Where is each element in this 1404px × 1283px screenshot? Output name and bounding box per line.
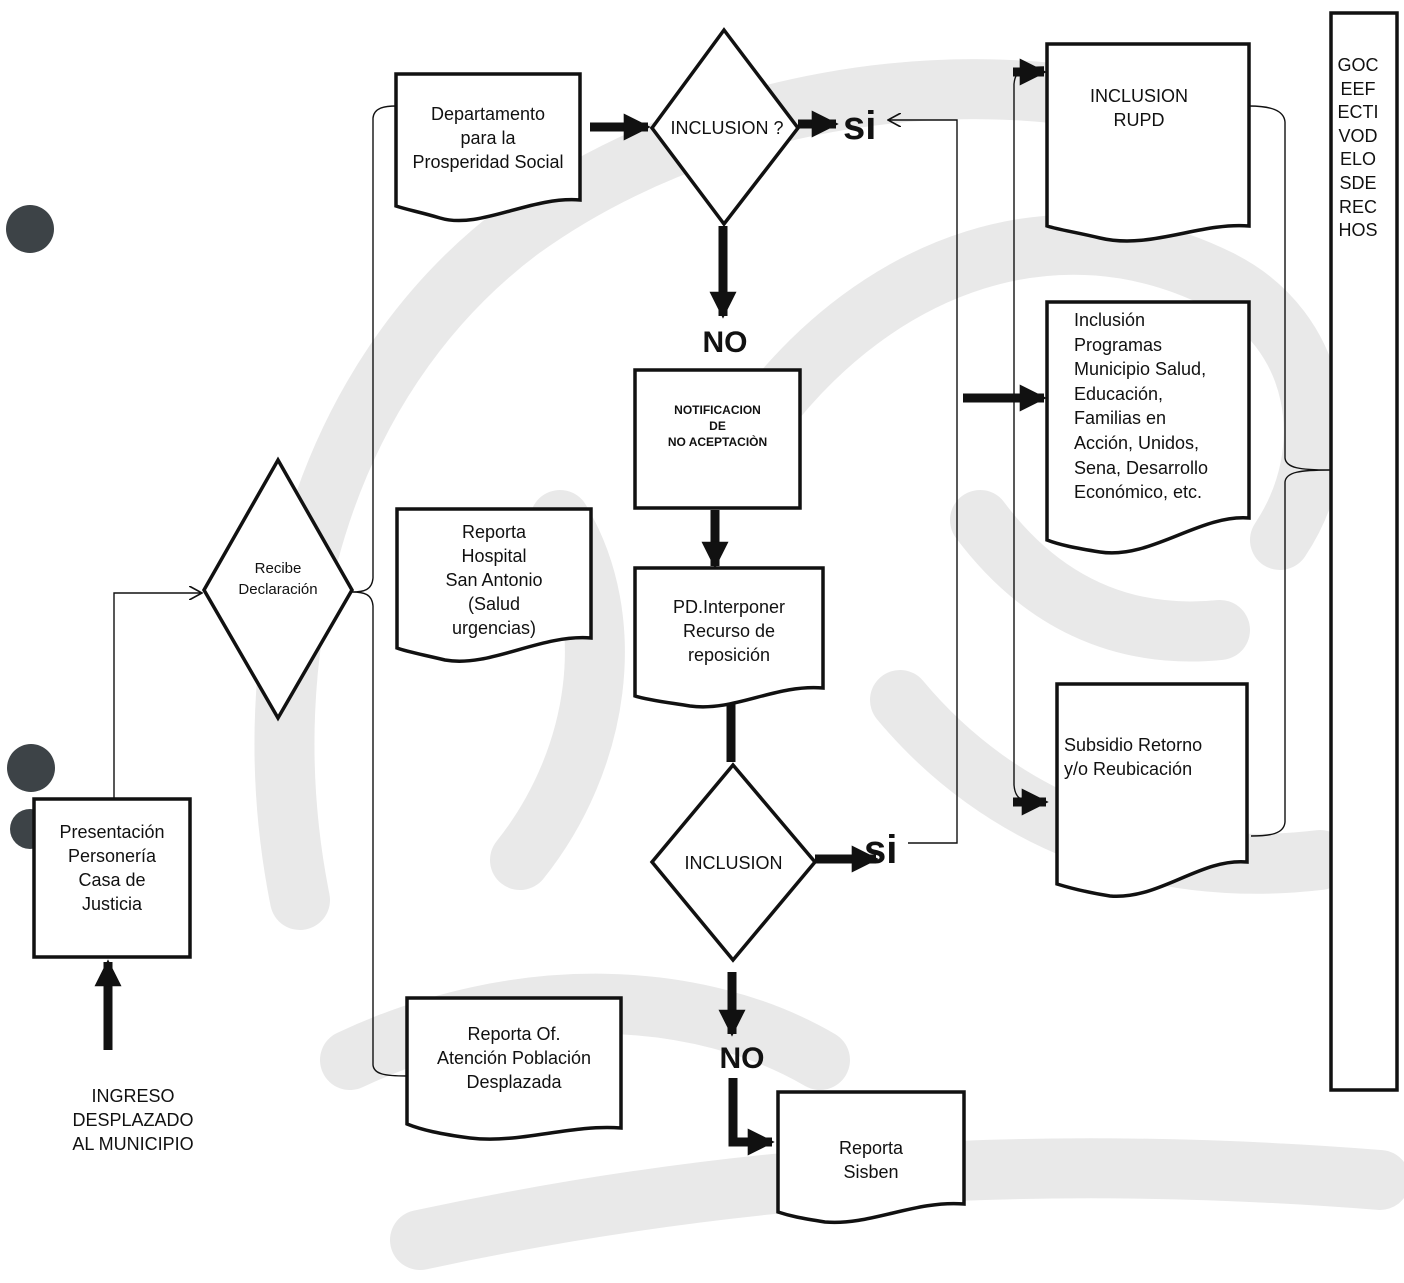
notificacion-label: NOTIFICACION DE NO ACEPTACIÒN: [667, 403, 768, 449]
connector-presentacion-recibe: [113, 593, 202, 799]
sisben-document: [776, 1090, 966, 1225]
inclusion2-decision-diamond: [649, 762, 818, 963]
subsidio-label: Subsidio Retorno y/o Reubicación: [1064, 735, 1203, 779]
subsidio-document: [1055, 682, 1249, 898]
departamento-document: [394, 72, 582, 223]
si-top-label: si: [843, 104, 877, 148]
no-top-label: NO: [702, 326, 748, 359]
notificacion-process-box: [633, 368, 802, 510]
inclusion-decision-diamond: [649, 27, 801, 227]
right-bracket: [1248, 105, 1331, 837]
distribution-line: [1013, 66, 1045, 803]
rupd-label: INCLUSION RUPD: [1089, 86, 1188, 130]
oficina-label: Reporta Of. Atención Población Desplazad…: [436, 1024, 592, 1092]
start-label: INGRESO DESPLAZADO AL MUNICIPIO: [72, 1086, 194, 1154]
presentacion-label: Presentación Personería Casa de Justicia: [59, 822, 165, 914]
margin-dots: [6, 205, 55, 849]
sisben-label: Reporta Sisben: [838, 1138, 904, 1182]
rupd-document: [1045, 42, 1251, 243]
connector-si-return: [888, 120, 958, 844]
inclusion-q-label: INCLUSION ?: [670, 118, 784, 138]
recurso-document: [633, 566, 825, 709]
arrow-no-to-sisben: [728, 1078, 775, 1156]
hospital-document: [395, 507, 593, 663]
inclusion2-label: INCLUSION: [684, 853, 783, 873]
si-bottom-label: si: [864, 828, 898, 872]
no-bottom-label: NO: [719, 1042, 765, 1075]
recibe-decision-diamond: [201, 456, 355, 722]
hospital-label: Reporta Hospital San Antonio (Salud urge…: [445, 522, 543, 638]
recurso-label: PD.Interponer Recurso de reposición: [672, 597, 786, 665]
departamento-label: Departamento para la Prosperidad Social: [412, 104, 564, 172]
programas-label: Inclusión Programas Municipio Salud, Edu…: [1074, 310, 1209, 503]
goce-vertical-box: [1329, 11, 1399, 1092]
programas-document: [1045, 300, 1251, 555]
presentacion-process-box: [32, 797, 192, 959]
goce-vertical-label: GOCEEFECTIVODELOSDERECHOS: [1337, 55, 1379, 241]
recibe-label: Recibe Declaración: [238, 560, 318, 598]
oficina-document: [405, 996, 623, 1141]
left-bracket: [351, 105, 408, 1077]
thick-arrows: [94, 58, 1049, 1156]
